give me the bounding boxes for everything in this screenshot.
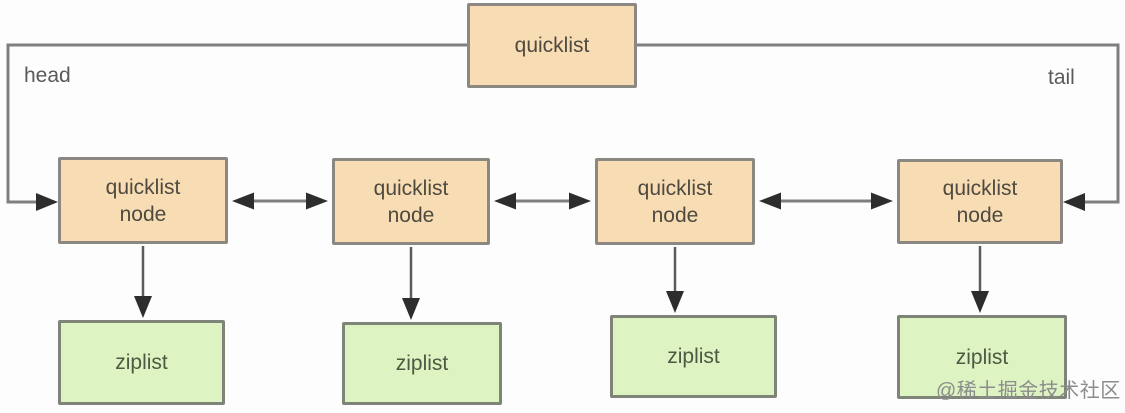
node4-to-ziplist-arrow xyxy=(971,246,989,313)
quicklist-node-box-2: quicklist node xyxy=(332,158,490,245)
tail-arrowhead-icon xyxy=(1063,193,1085,211)
quicklist-node-box-4: quicklist node xyxy=(897,159,1063,244)
link-right-arrowhead-icon xyxy=(871,192,893,210)
down-arrowhead-icon xyxy=(971,291,989,313)
head-connector xyxy=(6,43,467,211)
node-link-1-2 xyxy=(232,192,328,210)
watermark: @稀土掘金技术社区 xyxy=(936,380,1121,402)
ziplist-box-4: ziplist xyxy=(897,315,1067,399)
node-link-2-3 xyxy=(494,192,591,210)
quicklist-node-box-3: quicklist node xyxy=(595,158,755,245)
link-left-arrowhead-icon xyxy=(759,192,781,210)
link-right-arrowhead-icon xyxy=(569,192,591,210)
down-arrowhead-icon xyxy=(666,291,684,313)
ziplist-box-1: ziplist xyxy=(58,320,225,405)
link-right-arrowhead-icon xyxy=(306,192,328,210)
tail-connector-line xyxy=(637,43,1120,204)
ziplist-box-3: ziplist xyxy=(610,315,777,398)
node3-to-ziplist-arrow xyxy=(666,247,684,313)
head-connector-line xyxy=(6,43,467,204)
link-left-arrowhead-icon xyxy=(232,192,254,210)
node-link-3-4 xyxy=(759,192,893,210)
tail-label: tail xyxy=(1048,66,1075,89)
quicklist-node-box-1: quicklist node xyxy=(58,157,228,244)
head-arrowhead-icon xyxy=(36,193,58,211)
down-arrowhead-icon xyxy=(134,296,152,318)
down-arrowhead-icon xyxy=(402,298,420,320)
quicklist-box: quicklist xyxy=(467,3,637,88)
tail-connector xyxy=(637,43,1120,211)
node1-to-ziplist-arrow xyxy=(134,246,152,318)
node2-to-ziplist-arrow xyxy=(402,247,420,320)
head-label: head xyxy=(24,64,71,87)
link-left-arrowhead-icon xyxy=(494,192,516,210)
ziplist-box-2: ziplist xyxy=(342,322,502,405)
